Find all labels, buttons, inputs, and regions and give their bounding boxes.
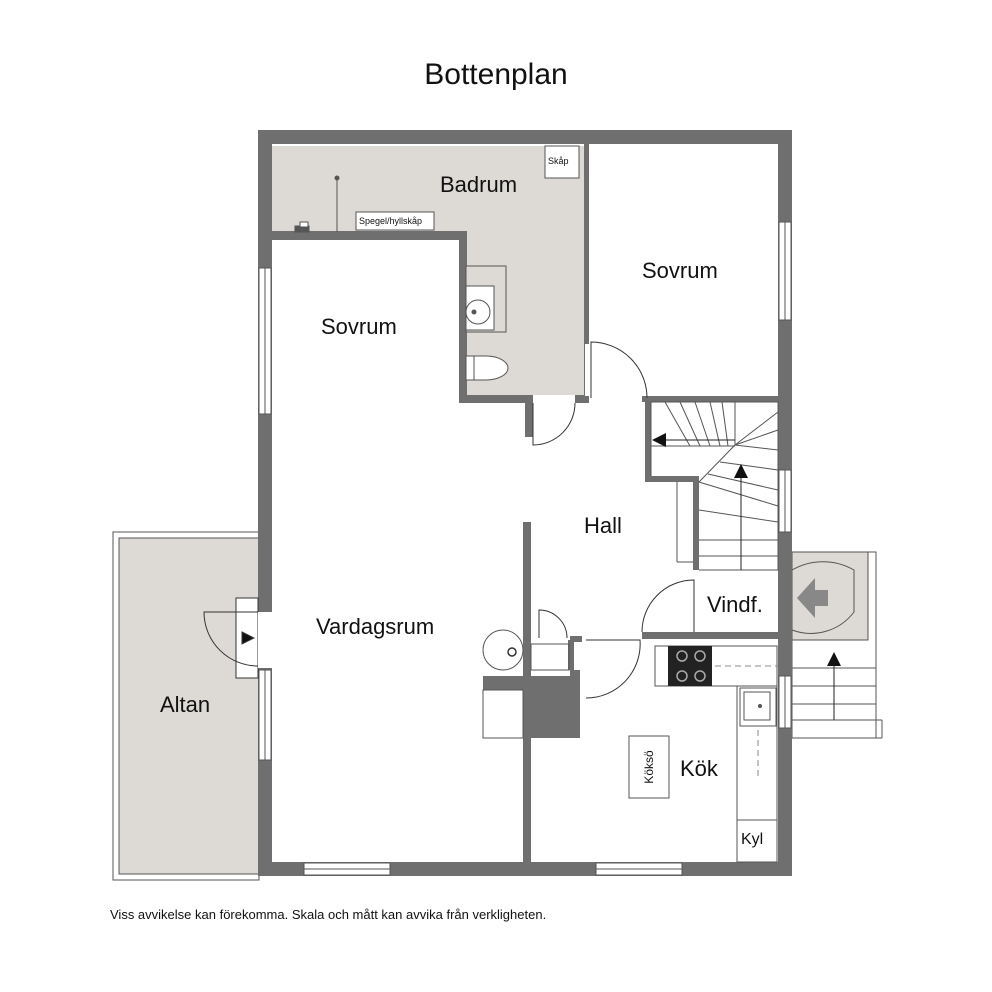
altan-deck	[112, 531, 260, 881]
up-arrow-icon	[827, 652, 841, 666]
entry-steps	[791, 551, 883, 739]
room-label-altan: Altan	[160, 692, 211, 717]
kitchen-fixtures	[628, 645, 778, 863]
room-label-sovrum-right: Sovrum	[642, 258, 718, 283]
disclaimer-text: Viss avvikelse kan förekomma. Skala och …	[110, 907, 547, 922]
fixture-label-spegel: Spegel/hyllskåp	[359, 216, 423, 226]
room-label-hall: Hall	[584, 513, 622, 538]
stair-left-arrow-icon	[652, 433, 666, 447]
fixture-label-kyl: Kyl	[741, 831, 764, 848]
room-label-vindf: Vindf.	[707, 592, 763, 617]
staircase	[650, 401, 779, 571]
plan-title: Bottenplan	[424, 58, 568, 91]
bathroom-floor	[272, 146, 584, 395]
room-label-vardagsrum: Vardagsrum	[316, 614, 435, 639]
windows	[258, 221, 792, 876]
stove-icon	[482, 629, 524, 671]
room-label-kok: Kök	[680, 756, 718, 781]
bathroom-fixtures	[294, 145, 580, 381]
stair-up-arrow-icon	[734, 464, 748, 478]
room-label-sovrum-left: Sovrum	[321, 314, 397, 339]
room-label-badrum: Badrum	[440, 172, 518, 197]
fixture-label-skap: Skåp	[548, 156, 569, 166]
doors	[203, 341, 695, 699]
entry-arrow-icon	[797, 578, 828, 618]
fixture-label-koksö: Köksö	[642, 750, 656, 784]
interior-lines	[482, 482, 693, 739]
